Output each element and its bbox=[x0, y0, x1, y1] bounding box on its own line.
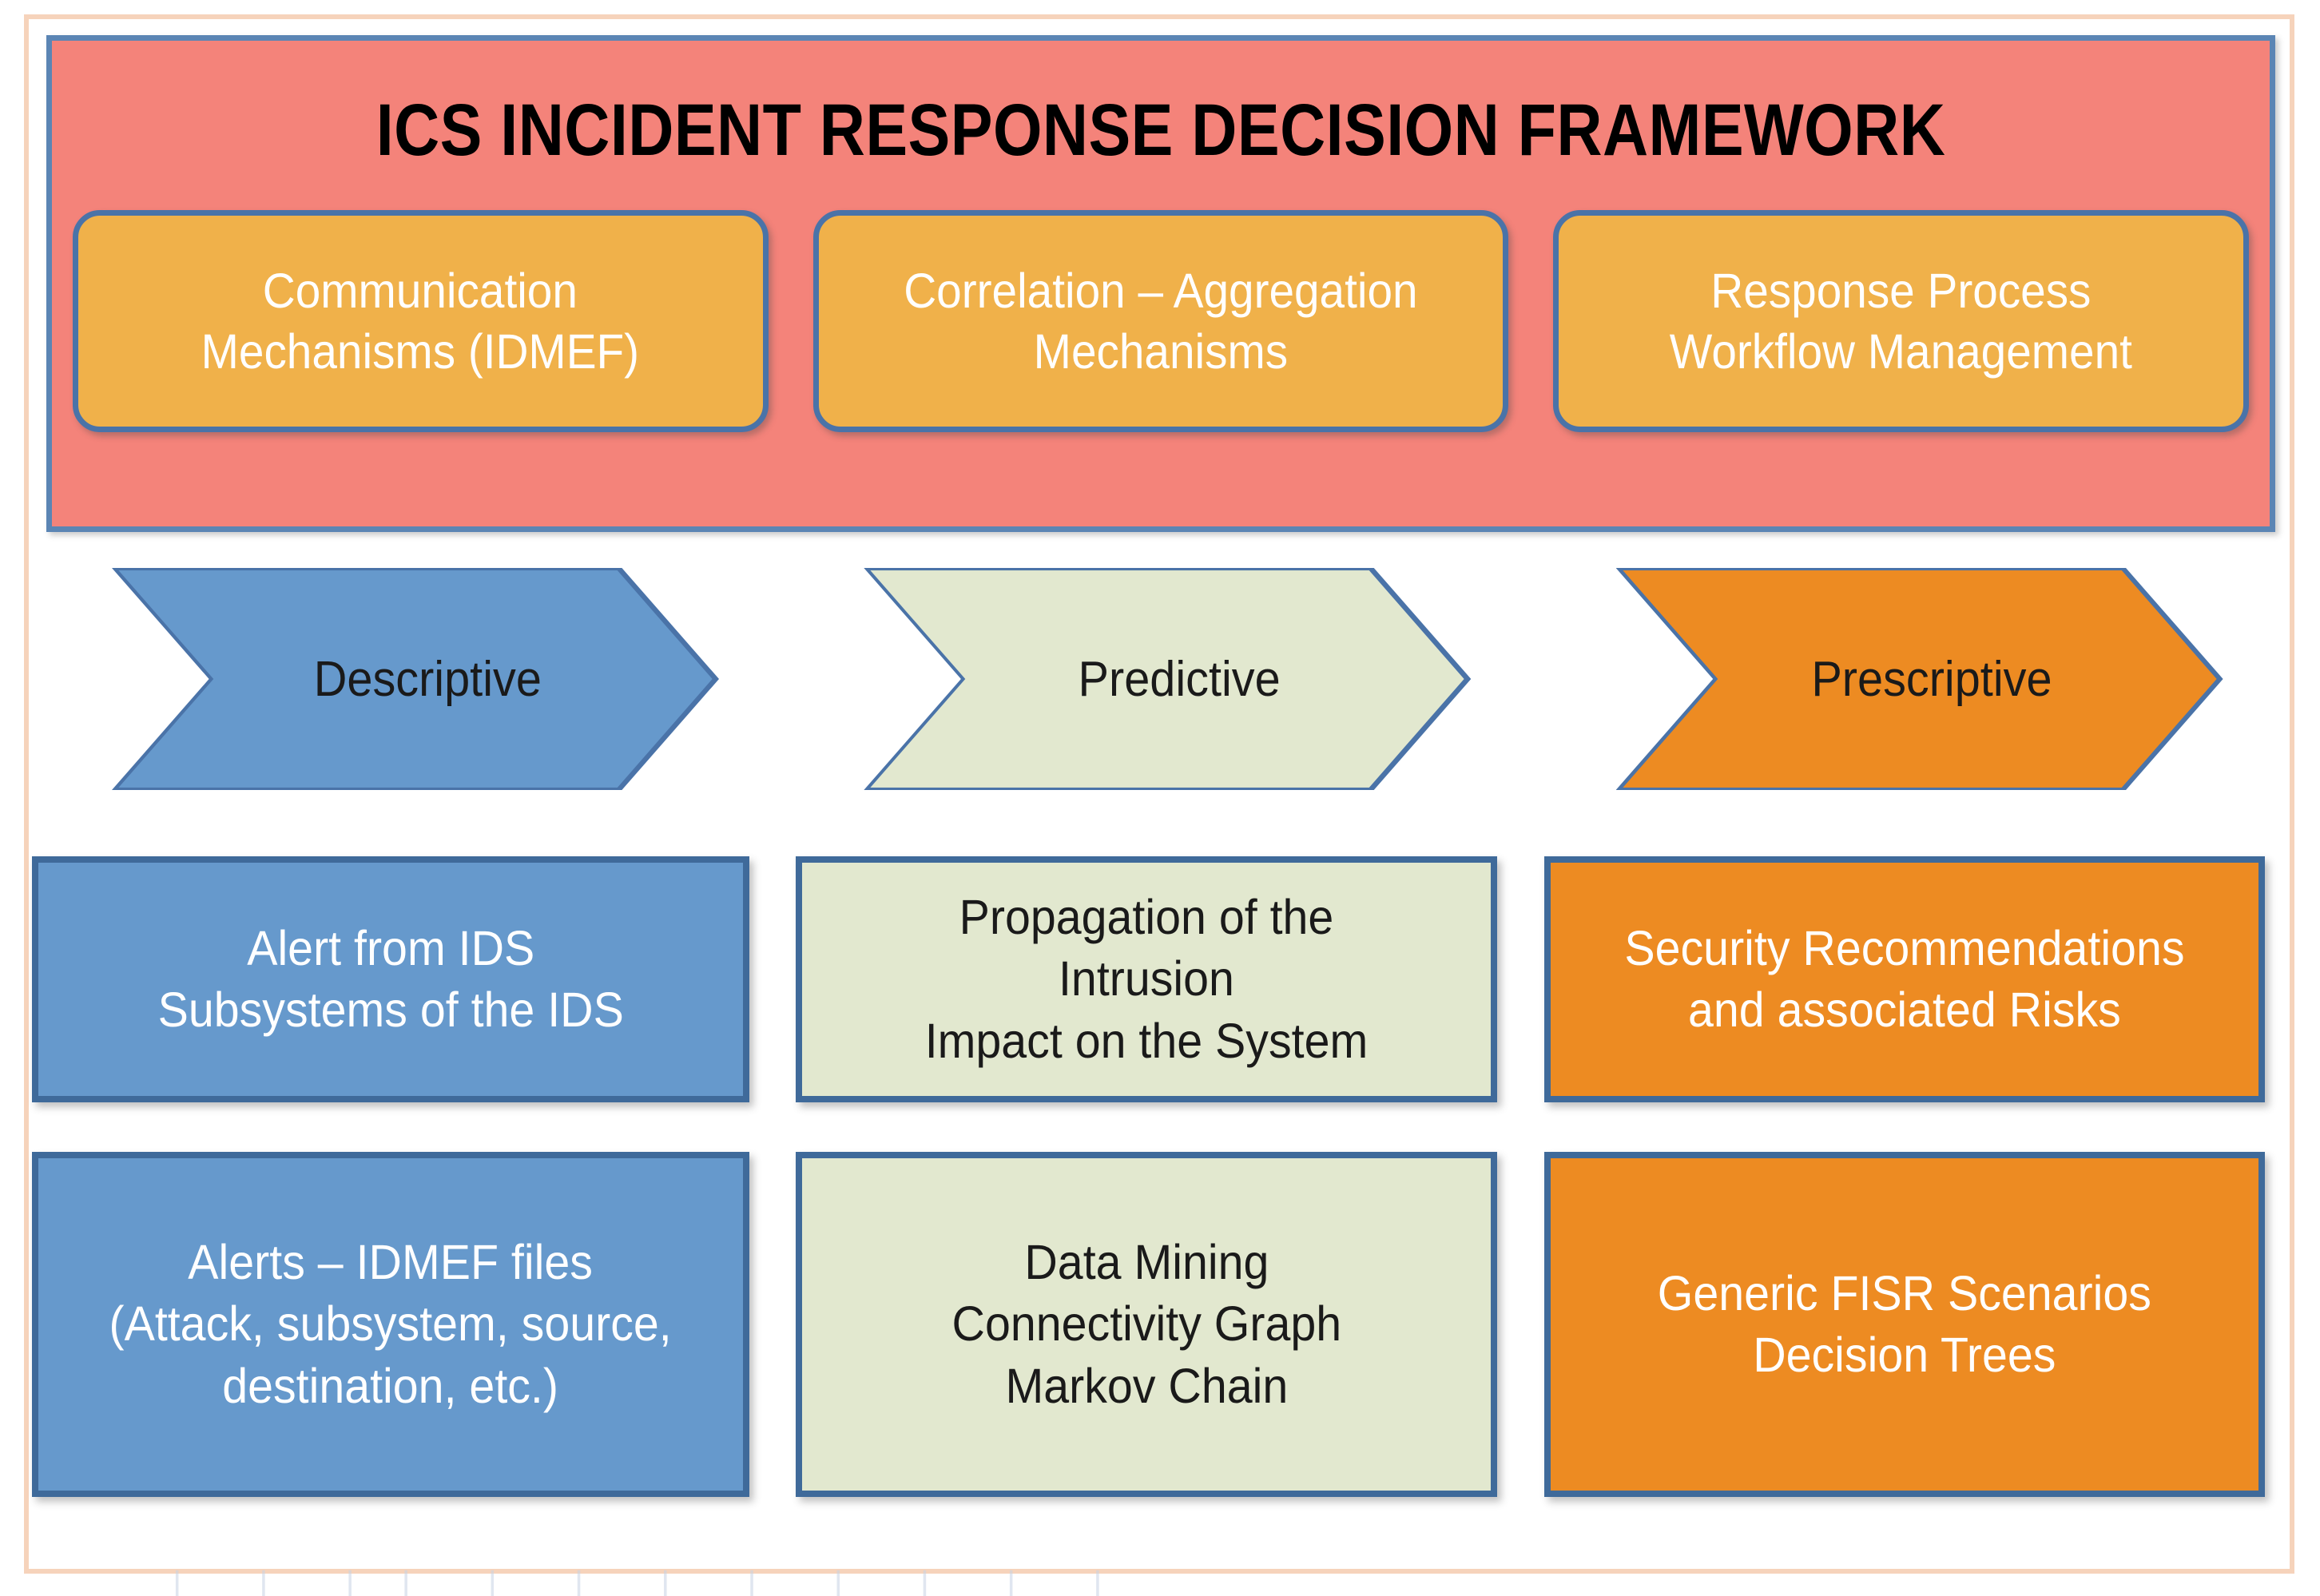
outputs-label-predictive: Propagation of the Intrusion Impact on t… bbox=[925, 889, 1369, 1068]
outputs-box-prescriptive[interactable]: Security Recommendations and associated … bbox=[1543, 856, 2265, 1102]
methods-label-predictive: Data Mining Connectivity Graph Markov Ch… bbox=[951, 1234, 1342, 1413]
chevron-fill-icon bbox=[870, 570, 1464, 788]
outputs-box-descriptive[interactable]: Alert from IDS Subsystems of the IDS bbox=[32, 856, 749, 1102]
stage-chevron-wrap-prescriptive: Prescriptive bbox=[1536, 559, 2288, 799]
pillar-label-correlation: Correlation – Aggregation Mechanisms bbox=[904, 263, 1418, 379]
column-descriptive: Descriptive Alert from IDS Subsystems of… bbox=[32, 559, 784, 1497]
outputs-label-prescriptive: Security Recommendations and associated … bbox=[1624, 920, 2185, 1037]
framework-header-panel: ICS INCIDENT RESPONSE DECISION FRAMEWORK… bbox=[46, 35, 2275, 532]
outer-frame-border bbox=[24, 14, 2294, 1574]
outputs-box-predictive[interactable]: Propagation of the Intrusion Impact on t… bbox=[796, 856, 1498, 1102]
methods-box-descriptive[interactable]: Alerts – IDMEF files (Attack, subsystem,… bbox=[32, 1152, 749, 1497]
pillar-label-communication: Communication Mechanisms (IDMEF) bbox=[201, 263, 640, 379]
methods-box-prescriptive[interactable]: Generic FISR Scenarios Decision Trees bbox=[1543, 1152, 2265, 1497]
stage-label-descriptive: Descriptive bbox=[313, 651, 542, 707]
pillar-row: Communication Mechanisms (IDMEF) Correla… bbox=[73, 210, 2250, 432]
stage-label-predictive: Predictive bbox=[1078, 651, 1281, 707]
pillar-card-response-process[interactable]: Response Process Workflow Management bbox=[1553, 210, 2250, 432]
analytics-columns: Descriptive Alert from IDS Subsystems of… bbox=[32, 559, 2288, 1497]
methods-label-descriptive: Alerts – IDMEF files (Attack, subsystem,… bbox=[109, 1234, 673, 1413]
chevron-fill-icon bbox=[118, 570, 713, 788]
pillar-label-response-process: Response Process Workflow Management bbox=[1670, 263, 2133, 379]
methods-label-prescriptive: Generic FISR Scenarios Decision Trees bbox=[1657, 1265, 2151, 1382]
page-title: ICS INCIDENT RESPONSE DECISION FRAMEWORK bbox=[375, 89, 1946, 171]
column-prescriptive: Prescriptive Security Recommendations an… bbox=[1536, 559, 2288, 1497]
column-predictive: Predictive Propagation of the Intrusion … bbox=[784, 559, 1535, 1497]
stage-chevron-prescriptive[interactable]: Prescriptive bbox=[1615, 568, 2223, 790]
chevron-fill-icon bbox=[1622, 570, 2217, 788]
methods-box-predictive[interactable]: Data Mining Connectivity Graph Markov Ch… bbox=[796, 1152, 1498, 1497]
stage-chevron-wrap-predictive: Predictive bbox=[784, 559, 1535, 799]
pillar-card-correlation[interactable]: Correlation – Aggregation Mechanisms bbox=[812, 210, 1509, 432]
outputs-label-descriptive: Alert from IDS Subsystems of the IDS bbox=[157, 920, 624, 1037]
stage-chevron-wrap-descriptive: Descriptive bbox=[32, 559, 784, 799]
clipped-bottom-text: ⎸ ⎸ ⎸⎸ ⎸ ⎸ ⎸ ⎸ ⎸ ⎸ ⎸ ⎸ bbox=[176, 1567, 1153, 1596]
stage-label-prescriptive: Prescriptive bbox=[1811, 651, 2052, 707]
pillar-card-communication[interactable]: Communication Mechanisms (IDMEF) bbox=[73, 210, 769, 432]
stage-chevron-descriptive[interactable]: Descriptive bbox=[112, 568, 719, 790]
stage-chevron-predictive[interactable]: Predictive bbox=[864, 568, 1472, 790]
